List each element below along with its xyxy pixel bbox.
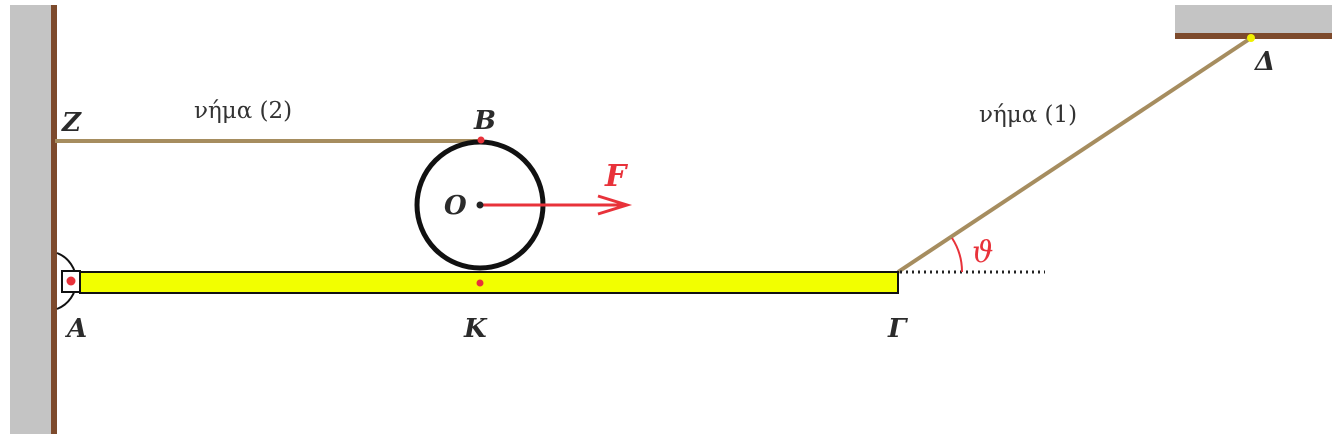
thread-1-line — [896, 36, 1253, 274]
angle-arc — [951, 237, 964, 273]
label-thread-2: νήμα (2) — [194, 98, 292, 124]
label-point-delta: Δ — [1253, 47, 1275, 77]
label-angle-theta: ϑ — [972, 235, 993, 270]
point-b-dot — [477, 136, 485, 144]
point-o-dot — [476, 201, 484, 209]
rod — [79, 271, 899, 294]
force-arrow-head — [597, 194, 633, 216]
point-k-dot — [476, 279, 484, 287]
label-point-gamma: Γ — [887, 314, 908, 344]
label-point-a: A — [64, 314, 87, 344]
left-wall-edge — [51, 5, 57, 434]
ceiling — [1175, 5, 1332, 33]
label-point-b: B — [473, 106, 496, 136]
left-wall — [10, 5, 53, 434]
label-point-o: O — [444, 191, 467, 221]
label-point-k: K — [463, 314, 488, 344]
label-point-z: Z — [61, 108, 82, 138]
label-thread-1: νήμα (1) — [979, 102, 1077, 128]
label-force-f: F — [604, 159, 629, 194]
hinge-dot — [66, 276, 76, 286]
point-d-dot — [1247, 34, 1255, 42]
